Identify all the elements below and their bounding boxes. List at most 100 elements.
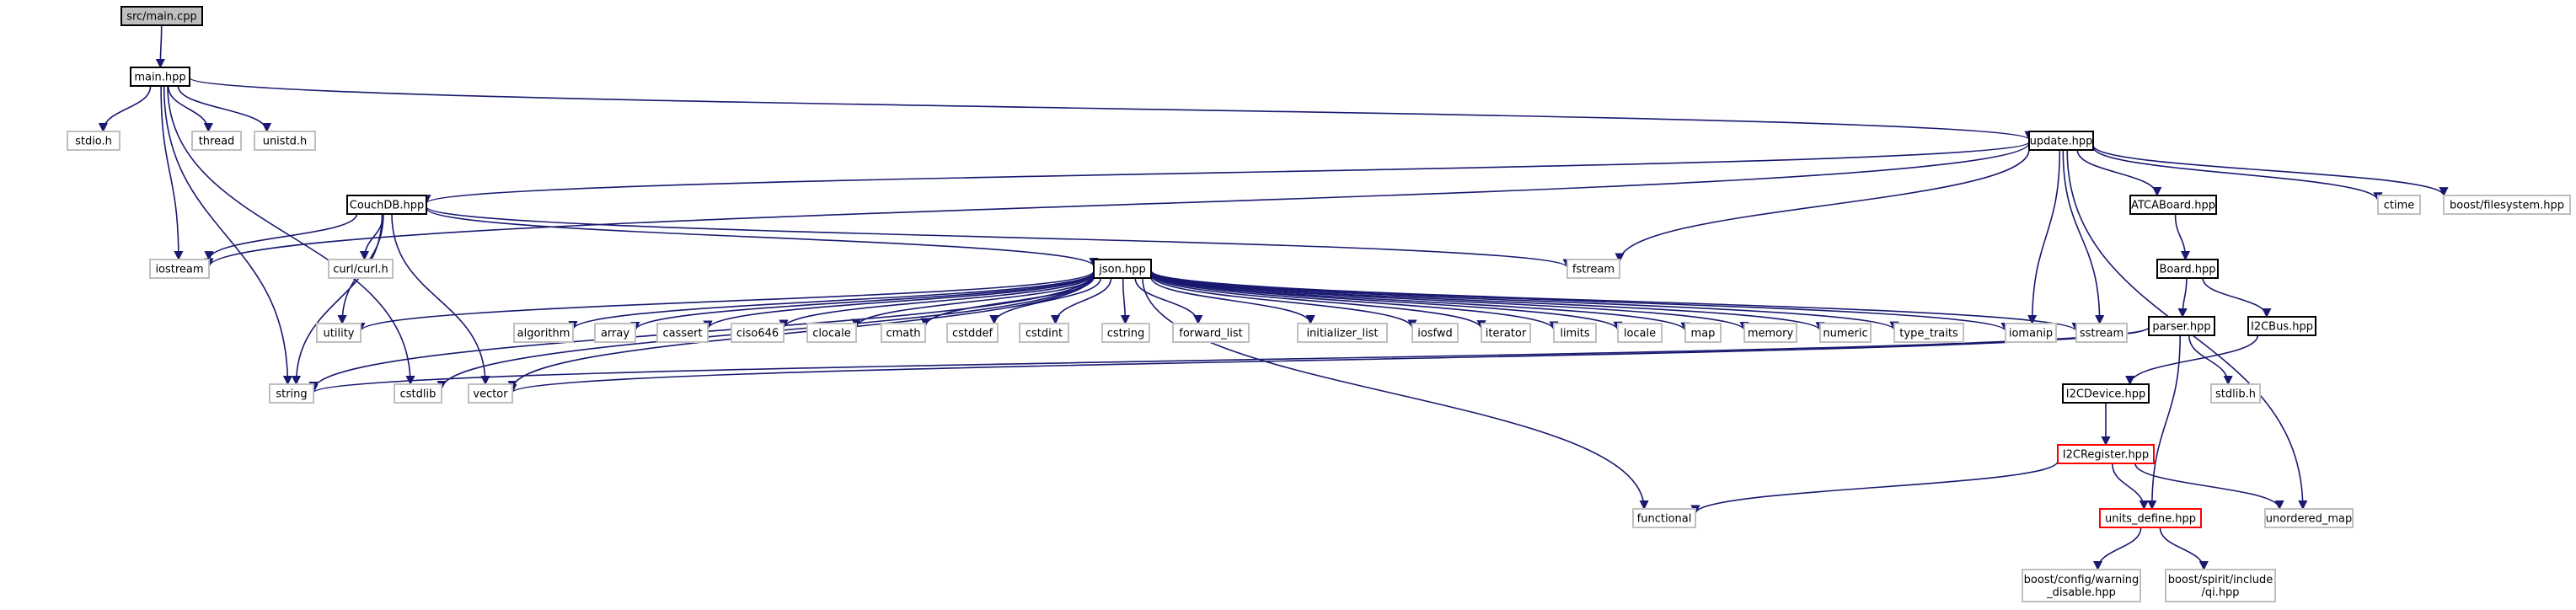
node-label: map: [1691, 328, 1716, 340]
node-label: thread: [199, 136, 235, 148]
node-label: curl/curl.h: [333, 264, 388, 276]
node-box: [191, 131, 242, 151]
edge-couchdb-to-fstream: [426, 206, 1572, 269]
node-box: [2377, 195, 2421, 215]
node-label: cmath: [886, 328, 920, 340]
node-parser[interactable]: parser.hpp: [2148, 316, 2215, 336]
node-cstdlib: cstdlib: [394, 383, 442, 404]
node-boost-warning: boost/config/warning_disable.hpp: [2022, 569, 2141, 602]
node-algorithm: algorithm: [513, 323, 574, 343]
node-box: [2099, 508, 2202, 528]
node-label: boost/filesystem.hpp: [2450, 200, 2564, 212]
node-box: [468, 383, 513, 404]
edge-main_hpp-to-unistd: [177, 85, 272, 133]
edge-json-to-cstring: [1120, 277, 1130, 325]
node-utility: utility: [316, 323, 361, 343]
node-cstddef: cstddef: [946, 323, 999, 343]
node-atca[interactable]: ATCABoard.hpp: [2129, 195, 2217, 215]
node-box: [328, 259, 394, 279]
node-label: ATCABoard.hpp: [2131, 200, 2215, 212]
node-label: limits: [1560, 328, 1590, 340]
node-label: forward_list: [1179, 328, 1242, 340]
node-box: [120, 6, 203, 26]
node-units[interactable]: units_define.hpp: [2099, 508, 2202, 528]
node-cassert: cassert: [656, 323, 709, 343]
node-box: [1093, 259, 1152, 279]
node-ctime: ctime: [2377, 195, 2421, 215]
node-label: cstdint: [1026, 328, 1063, 340]
node-box: [2443, 195, 2571, 215]
node-iostream: iostream: [149, 259, 210, 279]
edge-json-to-cstdint: [1050, 277, 1112, 325]
node-functional: functional: [1632, 508, 1696, 528]
node-memory: memory: [1743, 323, 1797, 343]
node-label: type_traits: [1899, 328, 1958, 340]
node-label: CouchDB.hpp: [350, 200, 424, 212]
edge-units-to-boost_qi: [2159, 527, 2209, 571]
node-label: cstdlib: [400, 388, 436, 401]
node-box: [1617, 323, 1663, 343]
node-label: cstring: [1107, 328, 1144, 340]
edge-atca-to-board: [2174, 213, 2191, 261]
node-box: [2156, 259, 2219, 279]
node-box: [2247, 316, 2316, 336]
node-label: utility: [324, 328, 355, 340]
node-boost-qi: boost/spirit/include/qi.hpp: [2165, 569, 2276, 602]
node-main-cpp[interactable]: src/main.cpp: [120, 6, 203, 26]
node-update[interactable]: update.hpp: [2028, 131, 2094, 151]
node-box: [394, 383, 442, 404]
node-box: [269, 383, 314, 404]
node-label: clocale: [812, 328, 850, 340]
node-i2cdevice[interactable]: I2CDevice.hpp: [2062, 383, 2150, 404]
node-label: sstream: [2080, 328, 2123, 340]
node-label: I2CRegister.hpp: [2063, 449, 2149, 462]
node-i2cbus[interactable]: I2CBus.hpp: [2247, 316, 2316, 336]
edge-main_hpp-to-thread: [167, 85, 213, 133]
node-box: [1566, 259, 1620, 279]
node-limits: limits: [1553, 323, 1597, 343]
node-label: functional: [1637, 513, 1692, 526]
node-box: [594, 323, 636, 343]
edge-main_cpp-to-main_hpp: [155, 24, 165, 69]
node-box: [254, 131, 316, 151]
node-label: initializer_list: [1306, 328, 1378, 340]
edge-i2cregister-to-unordered_map: [2134, 463, 2284, 511]
node-label: string: [276, 388, 307, 401]
node-couchdb[interactable]: CouchDB.hpp: [346, 195, 427, 215]
node-label: vector: [473, 388, 508, 401]
node-box: [2165, 569, 2276, 602]
node-clocale: clocale: [806, 323, 857, 343]
node-i2cregister[interactable]: I2CRegister.hpp: [2057, 444, 2155, 464]
node-boostfs: boost/filesystem.hpp: [2443, 195, 2571, 215]
node-json[interactable]: json.hpp: [1093, 259, 1152, 279]
edge-json-to-map: [1150, 271, 1690, 332]
node-fstream: fstream: [1566, 259, 1620, 279]
edge-json-to-cassert: [703, 272, 1095, 330]
edge-json-to-iterator: [1150, 273, 1486, 330]
edge-i2cregister-to-units: [2111, 463, 2149, 511]
node-box: [2264, 508, 2354, 528]
node-locale: locale: [1617, 323, 1663, 343]
node-box: [1819, 323, 1872, 343]
node-string: string: [269, 383, 314, 404]
node-iomanip: iomanip: [2005, 323, 2057, 343]
node-box: [731, 323, 785, 343]
node-box: [1297, 323, 1388, 343]
node-board[interactable]: Board.hpp: [2156, 259, 2219, 279]
node-label: ciso646: [736, 328, 779, 340]
node-main-hpp[interactable]: main.hpp: [130, 67, 190, 87]
node-label: parser.hpp: [2152, 321, 2210, 334]
node-label: stdio.h: [75, 136, 112, 148]
node-label: I2CBus.hpp: [2251, 321, 2313, 334]
node-label: json.hpp: [1098, 264, 1145, 276]
node-stdlib: stdlib.h: [2210, 383, 2261, 404]
edge-json-to-functional: [1142, 277, 1649, 511]
node-label: unistd.h: [263, 136, 308, 148]
node-label: iostream: [155, 264, 203, 276]
node-label: locale: [1624, 328, 1656, 340]
node-numeric: numeric: [1819, 323, 1872, 343]
node-stdio: stdio.h: [67, 131, 120, 151]
node-box: [346, 195, 427, 215]
node-label: numeric: [1823, 328, 1867, 340]
